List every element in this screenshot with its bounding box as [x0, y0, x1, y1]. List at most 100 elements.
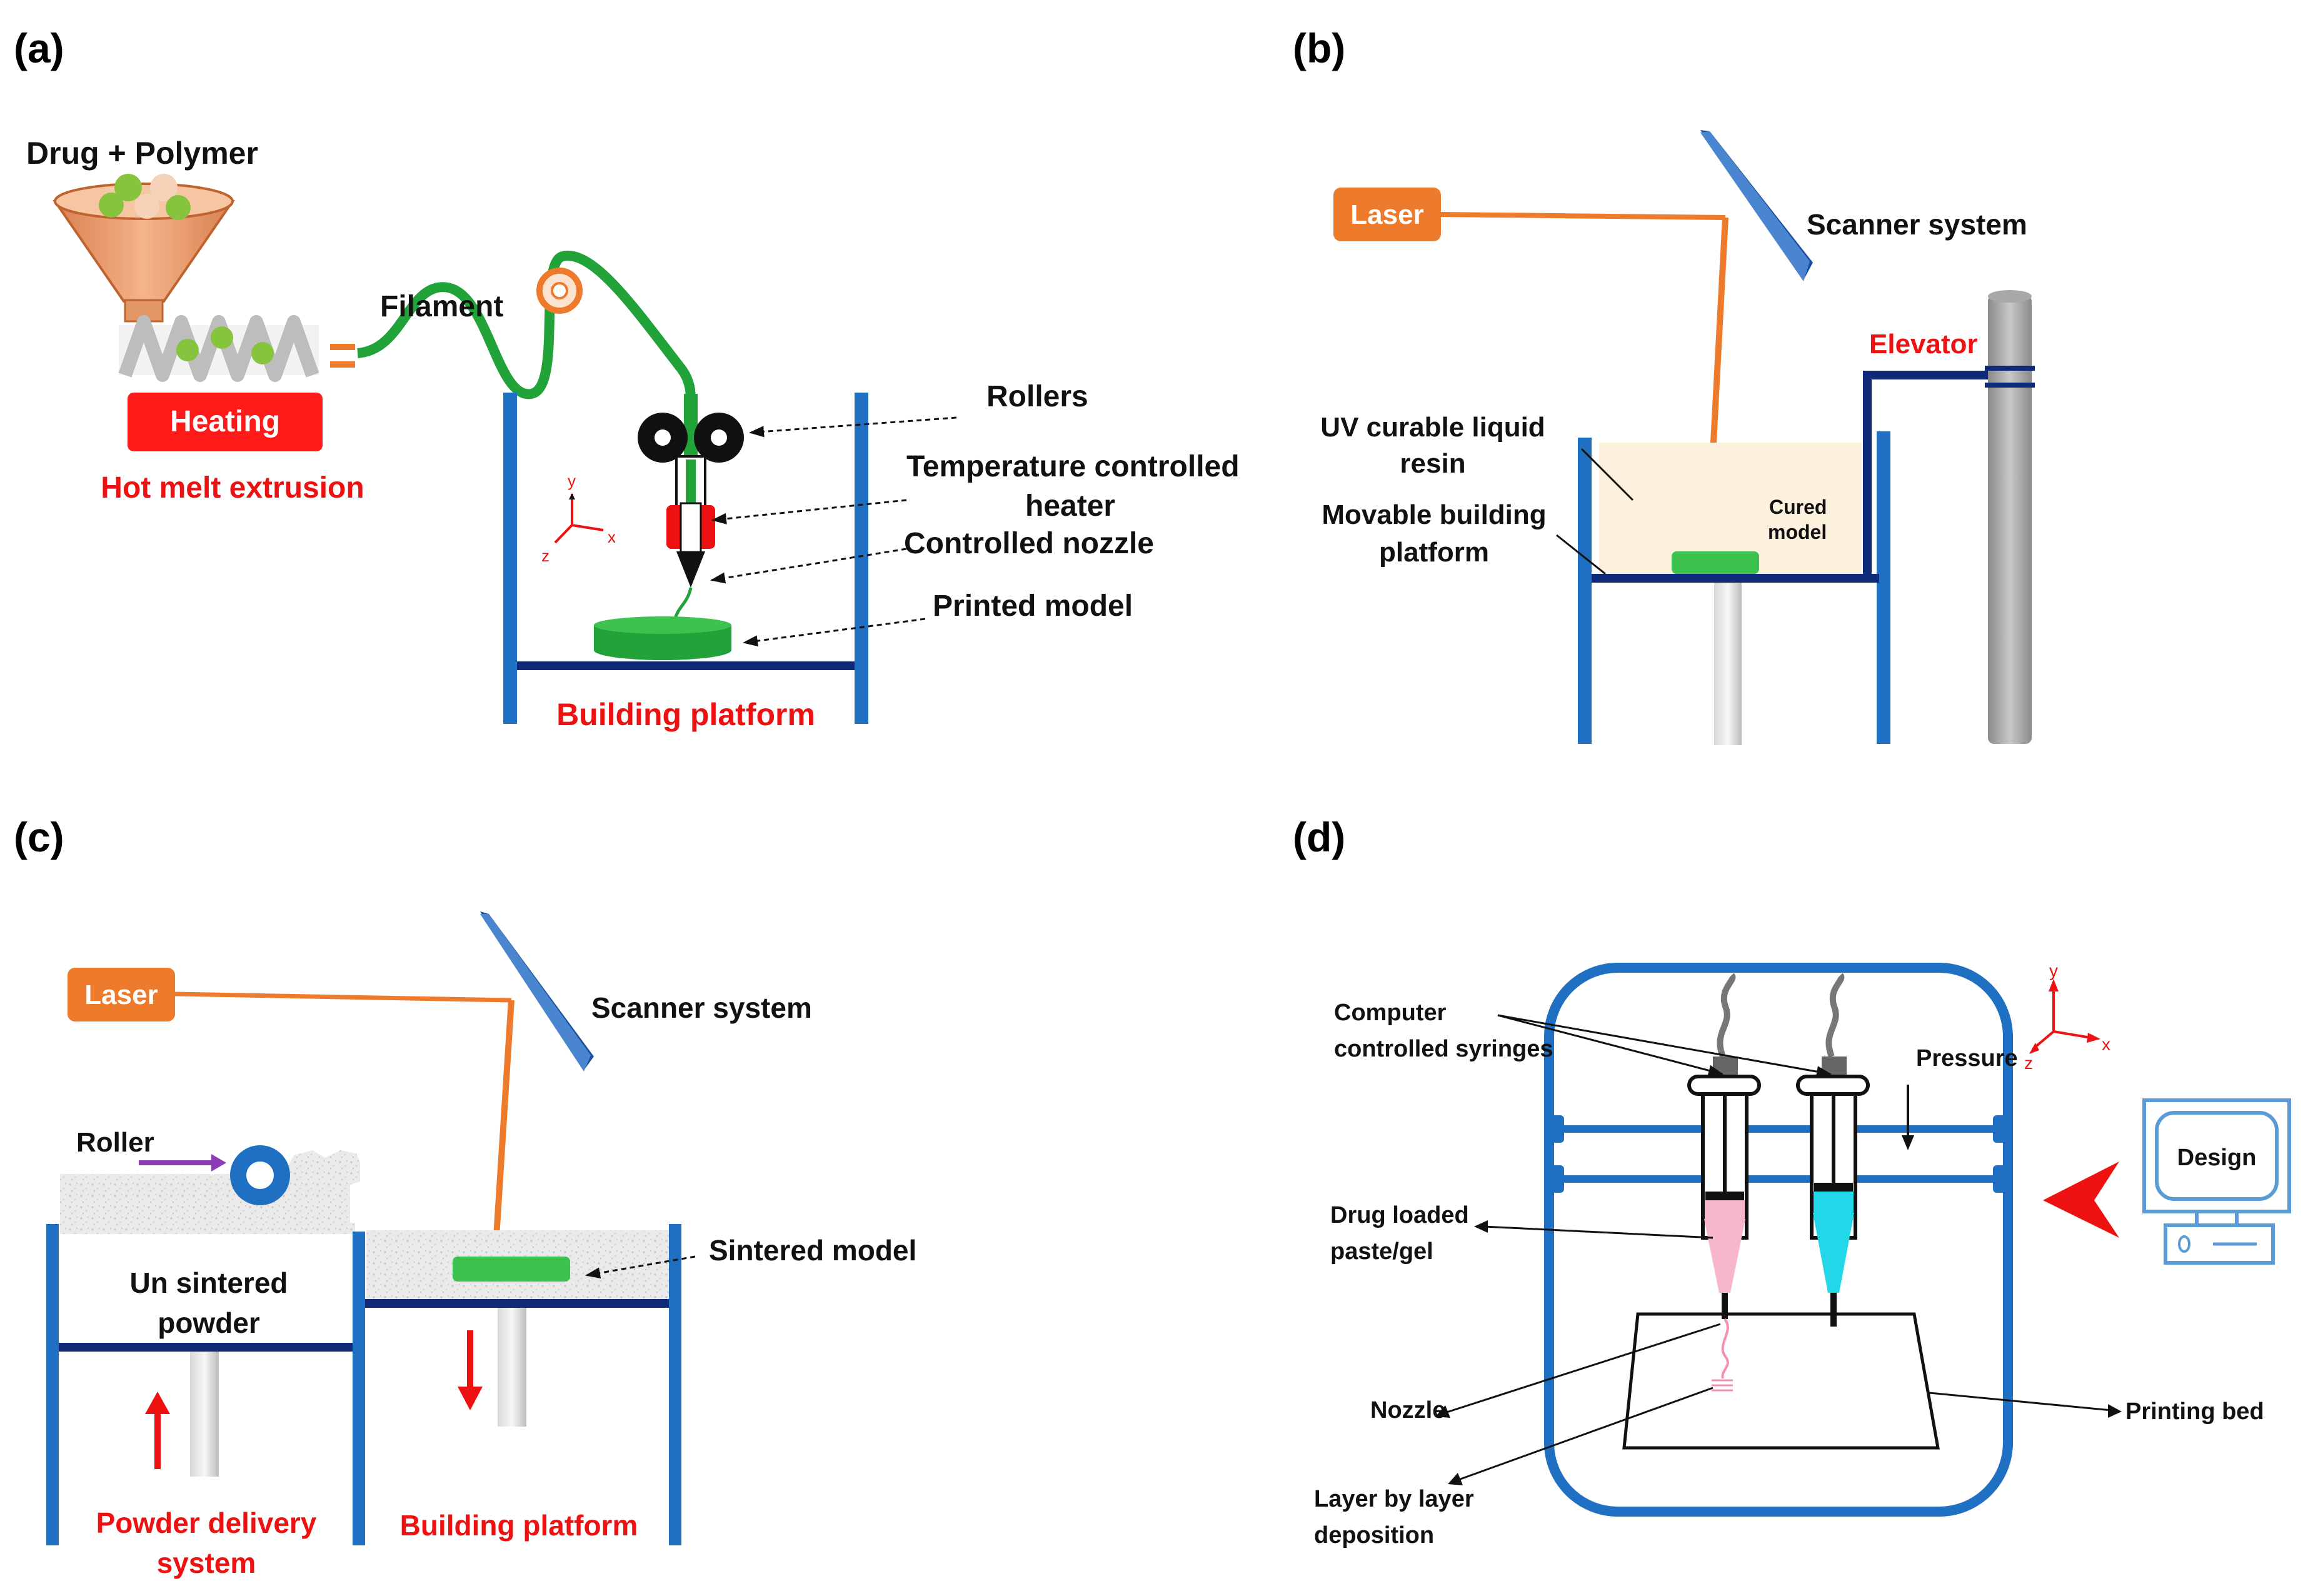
- hopper: [53, 174, 235, 323]
- polymer-particle: [150, 174, 178, 201]
- chamber-right-wall: [855, 393, 868, 724]
- cyan-paste: [1813, 1213, 1854, 1293]
- sintered-model: [453, 1257, 570, 1282]
- laser-beam-c-2: [492, 1000, 514, 1257]
- laser-label-c: Laser: [84, 980, 158, 1010]
- axes-a: [554, 493, 604, 544]
- build-shaft: [498, 1308, 526, 1427]
- movable-pointer: [1556, 534, 1606, 575]
- printer-enclosure: [1544, 963, 2013, 1517]
- design-label: Design: [2177, 1145, 2257, 1171]
- rail-bottom: [1554, 1175, 2003, 1183]
- printing-bed: [1622, 1312, 1940, 1450]
- building-platform-label-a: Building platform: [556, 697, 815, 732]
- sintered-pointer: [585, 1255, 696, 1279]
- platform-shaft: [1714, 583, 1742, 745]
- vat-right-wall: [1877, 431, 1890, 744]
- laser-box-b: [1333, 188, 1441, 241]
- sintered-label: Sintered model: [709, 1234, 916, 1267]
- printing-bed-label: Printing bed: [2125, 1398, 2264, 1425]
- laser-box-c: [68, 968, 175, 1021]
- movable-platform-bar: [1592, 574, 1879, 583]
- unsintered-label-2: powder: [158, 1307, 260, 1339]
- syringes-label-2: controlled syringes: [1334, 1036, 1553, 1062]
- nozzle-pointer-d: [1440, 1323, 1721, 1415]
- axis-z-a: z: [541, 546, 549, 565]
- heating-box: [128, 393, 323, 451]
- elevator-post: [1988, 295, 2032, 744]
- unsintered-label-1: Un sintered: [129, 1267, 288, 1299]
- syringe-pointer-2: [1497, 1014, 1832, 1078]
- drug-particle: [114, 174, 142, 201]
- panel-b: (b) Laser Scanner system Elevator Cured …: [1293, 25, 2035, 745]
- delivery-platform-bar: [59, 1343, 353, 1352]
- laser-beam-c-1: [174, 991, 512, 1003]
- heater-label-2: heater: [1025, 489, 1115, 523]
- movable-label-1: Movable building: [1322, 499, 1546, 530]
- laser-label-b: Laser: [1350, 199, 1423, 230]
- chamber-left-wall: [503, 393, 517, 724]
- laser-beam-b-1: [1440, 212, 1726, 220]
- powder-delivery-label-2: system: [157, 1547, 256, 1579]
- delivery-shaft: [190, 1352, 219, 1477]
- scanner-label-c: Scanner system: [591, 991, 812, 1024]
- heater-label-1: Temperature controlled: [906, 450, 1240, 483]
- nozzle-label: Controlled nozzle: [904, 527, 1154, 560]
- design-computer: [2142, 1098, 2291, 1265]
- layer-label-1: Layer by layer: [1314, 1486, 1474, 1512]
- nozzle-left: [1722, 1293, 1728, 1319]
- drug-polymer-label: Drug + Polymer: [26, 136, 258, 171]
- axis-x-a: x: [608, 528, 616, 546]
- cured-model: [1672, 551, 1759, 574]
- hot-melt-label: Hot melt extrusion: [101, 471, 364, 504]
- resin-pointer: [1580, 448, 1634, 501]
- panel-d: (d): [1293, 814, 2291, 1548]
- model-pointer: [743, 618, 926, 647]
- drug-pointer: [1483, 1225, 1713, 1239]
- elevator-arm: [1863, 371, 1988, 581]
- layer-label-2: deposition: [1314, 1522, 1434, 1548]
- rollers-pointer: [749, 416, 957, 438]
- powder-delivery-label-1: Powder delivery: [96, 1507, 317, 1539]
- printed-model-label: Printed model: [933, 590, 1133, 623]
- heater-pointer: [711, 499, 907, 524]
- resin-label-1: UV curable liquid: [1320, 412, 1545, 443]
- filament-strand: [356, 251, 696, 401]
- axis-y-d: y: [2049, 961, 2058, 980]
- panel-c-tag: (c): [14, 814, 64, 860]
- scanner-mirror-c: [480, 914, 591, 1072]
- drug-loaded-label-2: paste/gel: [1330, 1238, 1433, 1265]
- pressure-label: Pressure: [1916, 1045, 2018, 1072]
- axis-z-d: z: [2024, 1053, 2033, 1073]
- build-right-wall: [669, 1224, 681, 1545]
- nozzle-right: [1830, 1293, 1837, 1327]
- divider-wall: [353, 1232, 365, 1545]
- movable-label-2: platform: [1379, 537, 1489, 568]
- rail-top: [1554, 1125, 2003, 1133]
- panel-c: (c) Laser Scanner system Roller Sintere: [14, 814, 916, 1579]
- axes-d: [2032, 989, 2092, 1050]
- nozzle-tip: [676, 551, 705, 588]
- panel-a-tag: (a): [14, 25, 64, 71]
- drug-paste: [1704, 1219, 1745, 1293]
- design-chevron: [2043, 1162, 2119, 1238]
- cured-label-2: model: [1768, 521, 1827, 543]
- delivery-left-wall: [46, 1224, 59, 1545]
- drug-loaded-label-1: Drug loaded: [1330, 1202, 1469, 1228]
- syringe-left: [1687, 973, 1761, 1392]
- resin-label-2: resin: [1400, 448, 1465, 479]
- syringe-pointer-1: [1497, 1014, 1723, 1077]
- panel-a: (a) Drug + Polymer Heating Hot melt extr: [14, 25, 1240, 732]
- bed-pointer: [1929, 1392, 2112, 1412]
- heating-label: Heating: [170, 405, 280, 438]
- vat-left-wall: [1578, 438, 1592, 744]
- building-platform-bar: [517, 661, 855, 670]
- build-platform-bar: [365, 1299, 669, 1308]
- axis-x-d: x: [2102, 1035, 2110, 1054]
- cured-label-1: Cured: [1769, 496, 1827, 518]
- layer-pointer: [1453, 1387, 1713, 1483]
- nozzle-pointer: [710, 548, 907, 584]
- unsintered-powder: [60, 1150, 360, 1227]
- roller-label: Roller: [76, 1127, 154, 1158]
